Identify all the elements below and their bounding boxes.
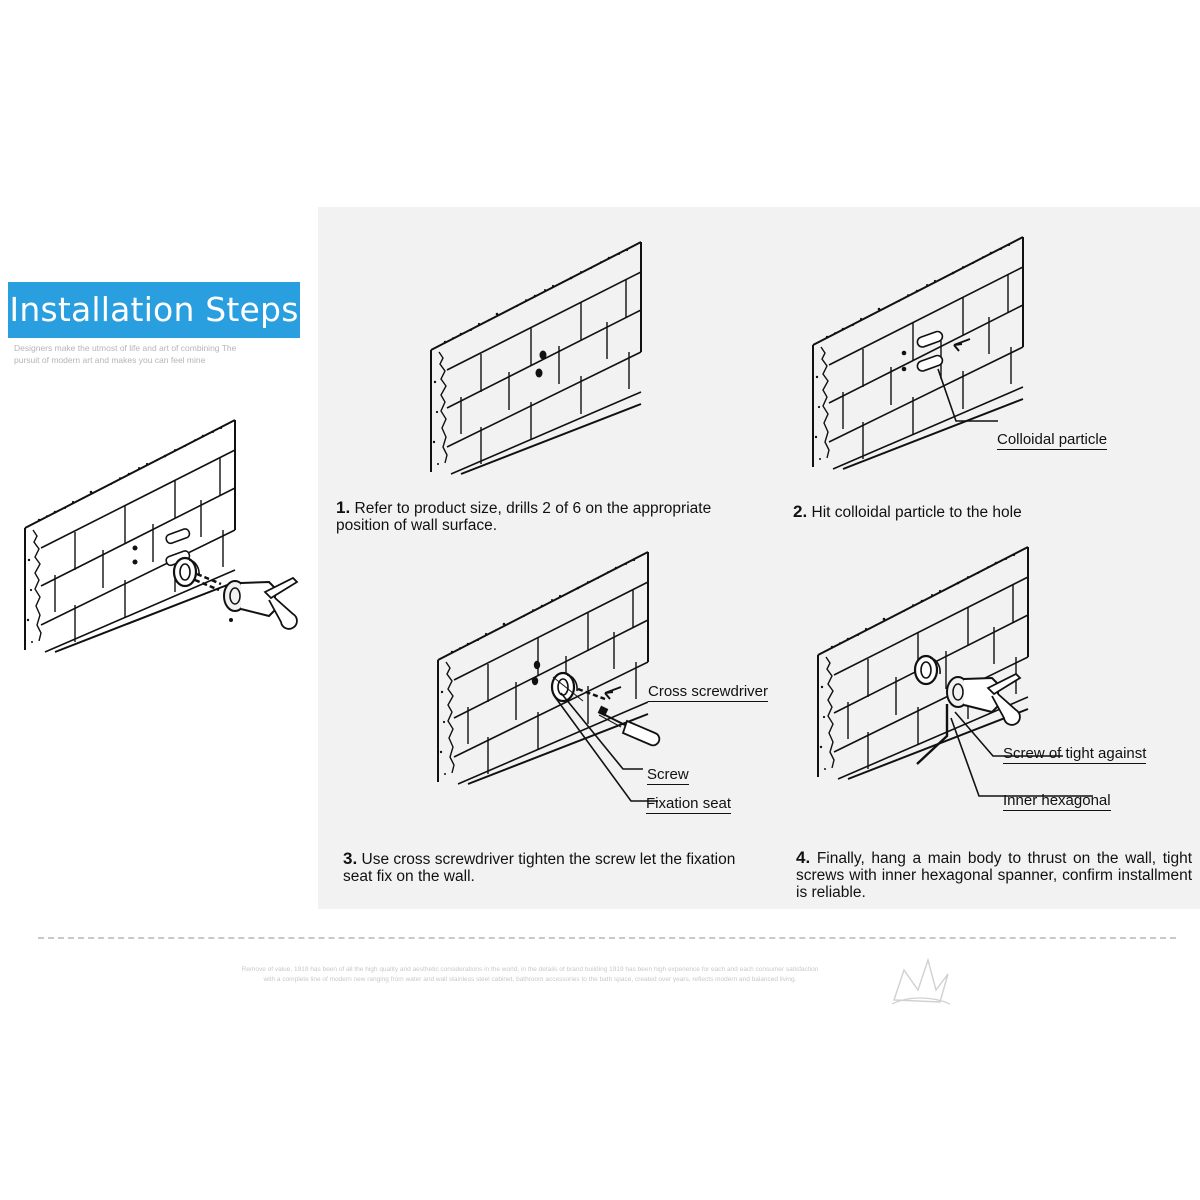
step-2-number: 2. (793, 502, 808, 521)
step-3-illustration (437, 551, 661, 802)
step-1-illustration (430, 241, 642, 475)
arrow-icon (604, 686, 622, 700)
step-1-text: Refer to product size, drills 2 of 6 on … (336, 500, 712, 534)
step-2-caption: 2. Hit colloidal particle to the hole (793, 503, 1173, 521)
screw-icon (577, 687, 606, 701)
arrow-icon (953, 338, 971, 352)
page-subtitle: Designers make the utmost of life and ar… (14, 343, 237, 365)
step-3-text: Use cross screwdriver tighten the screw … (343, 851, 736, 885)
colloidal-particle-icon (901, 330, 944, 372)
step-2-text: Hit colloidal particle to the hole (811, 504, 1022, 521)
brick-wall-icon (24, 419, 236, 653)
fixation-seat-icon (172, 556, 201, 588)
drill-hole-icon (535, 368, 543, 378)
step-4-illustration (817, 546, 1093, 797)
footer-text: Remove of value, 1919 has been of all th… (241, 966, 819, 983)
step-3-caption: 3. Use cross screwdriver tighten the scr… (343, 850, 738, 885)
drill-hole-icon (539, 350, 547, 360)
step-4-text: Finally, hang a main body to thrust on t… (796, 850, 1192, 901)
step-2-illustration (812, 236, 1024, 470)
step-3-number: 3. (343, 849, 358, 868)
steps-panel: 1. Refer to product size, drills 2 of 6 … (318, 207, 1200, 909)
callout-colloidal-particle: Colloidal particle (997, 431, 1108, 450)
crown-logo-icon (891, 957, 951, 1005)
callout-fixation-seat: Fixation seat (646, 795, 732, 814)
overview-illustration (24, 419, 298, 653)
dashed-divider (38, 937, 1176, 939)
callout-inner-hexagonal: Inner hexagonal (1003, 792, 1111, 811)
towel-hook-icon (946, 673, 1021, 726)
callout-screw-of-tight-against: Screw of tight against (1003, 745, 1147, 764)
towel-hook-icon (223, 577, 298, 630)
hex-key-icon (916, 704, 949, 765)
step-1-caption: 1. Refer to product size, drills 2 of 6 … (336, 499, 716, 534)
step-4-caption: 4. Finally, hang a main body to thrust o… (796, 849, 1192, 901)
callout-screw: Screw (647, 766, 689, 785)
callout-cross-screwdriver: Cross screwdriver (648, 683, 769, 702)
page-title: Installation Steps (8, 282, 300, 338)
screwdriver-icon (597, 705, 661, 747)
step-4-number: 4. (796, 848, 811, 867)
step-1-number: 1. (336, 498, 351, 517)
